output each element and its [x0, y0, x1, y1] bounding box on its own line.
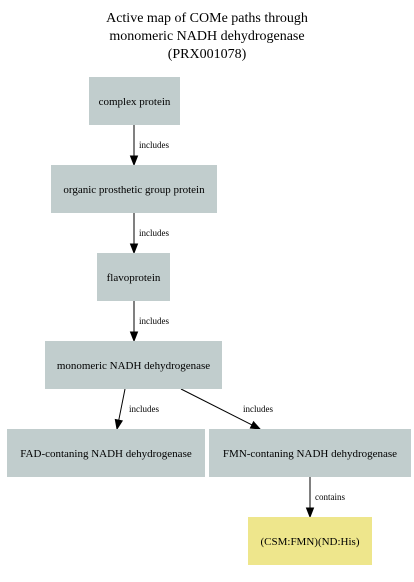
arrowhead-icon	[129, 155, 139, 167]
edge-label: includes	[139, 140, 169, 150]
arrowhead-icon	[129, 243, 139, 255]
node-box[interactable]	[89, 77, 180, 125]
node-organic-prosthetic-group-protein[interactable]: organic prosthetic group protein	[51, 165, 217, 213]
title-line-2: monomeric NADH dehydrogenase	[109, 29, 304, 44]
edge-monomeric-nadh-dehydrogenase-to-fmn-containing-nadh-dehydrogenase: includes	[180, 388, 273, 430]
edge-label: includes	[129, 404, 159, 414]
nodes-layer: complex protein organic prosthetic group …	[7, 77, 411, 565]
edge-complex-protein-to-organic-prosthetic-group-protein: includes	[129, 125, 169, 167]
node-label: (CSM:FMN)(ND:His)	[260, 536, 359, 548]
node-box[interactable]	[209, 429, 411, 477]
arrowhead-icon	[129, 331, 139, 343]
node-monomeric-nadh-dehydrogenase[interactable]: monomeric NADH dehydrogenase	[45, 341, 222, 389]
edge-line	[118, 388, 126, 421]
node-complex-protein[interactable]: complex protein	[89, 77, 180, 125]
title-line-3: (PRX001078)	[168, 47, 247, 62]
node-fmn-containing-nadh-dehydrogenase[interactable]: FMN-contaning NADH dehydrogenase	[209, 429, 411, 477]
edge-label: includes	[139, 228, 169, 238]
node-label: complex protein	[99, 96, 171, 108]
node-label: organic prosthetic group protein	[63, 184, 205, 196]
node-box[interactable]	[45, 341, 222, 389]
arrowhead-icon	[249, 420, 262, 430]
edge-label: includes	[139, 316, 169, 326]
edge-label: includes	[243, 404, 273, 414]
node-fad-containing-nadh-dehydrogenase[interactable]: FAD-contaning NADH dehydrogenase	[7, 429, 205, 477]
node-label: FMN-contaning NADH dehydrogenase	[223, 448, 397, 460]
node-box[interactable]	[248, 517, 372, 565]
edges-layer: includes includes includes includes includes…	[114, 125, 345, 519]
node-box[interactable]	[97, 253, 170, 301]
diagram-title: Active map of COMe paths through monomer…	[106, 11, 308, 62]
node-label: FAD-contaning NADH dehydrogenase	[20, 448, 192, 460]
edge-organic-prosthetic-group-protein-to-flavoprotein: includes	[129, 213, 169, 255]
node-box[interactable]	[7, 429, 205, 477]
node-box[interactable]	[51, 165, 217, 213]
arrowhead-icon	[305, 507, 315, 519]
edge-line	[180, 388, 253, 426]
title-line-1: Active map of COMe paths through	[106, 11, 308, 26]
node-csm-fmn-nd-his[interactable]: (CSM:FMN)(ND:His)	[248, 517, 372, 565]
edge-fmn-containing-nadh-dehydrogenase-to-csm-fmn-nd-his: contains	[305, 477, 345, 519]
arrowhead-icon	[114, 418, 124, 431]
edge-monomeric-nadh-dehydrogenase-to-fad-containing-nadh-dehydrogenase: includes	[114, 388, 159, 431]
node-flavoprotein[interactable]: flavoprotein	[97, 253, 170, 301]
edge-flavoprotein-to-monomeric-nadh-dehydrogenase: includes	[129, 301, 169, 343]
node-label: flavoprotein	[107, 272, 161, 284]
edge-label: contains	[315, 492, 345, 502]
node-label: monomeric NADH dehydrogenase	[57, 360, 210, 372]
